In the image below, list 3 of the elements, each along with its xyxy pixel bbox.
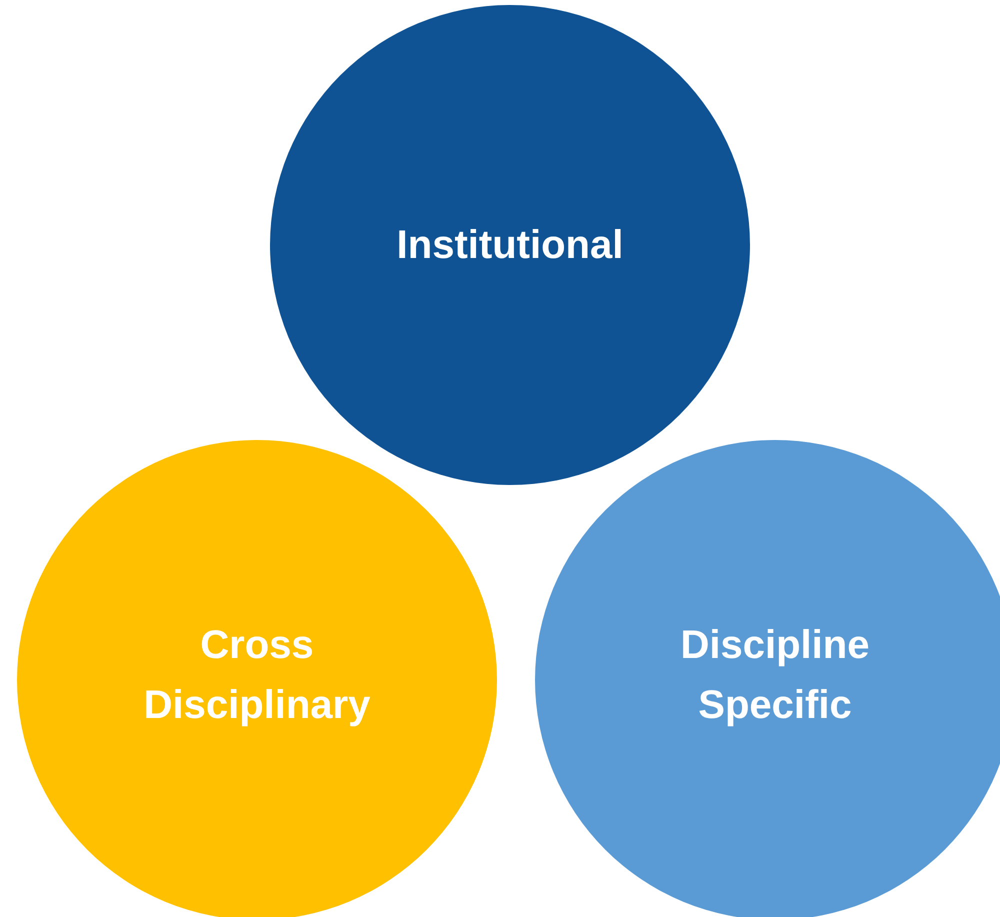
circle-label: Discipline Specific	[680, 622, 870, 729]
circle-label: Cross Disciplinary	[142, 622, 372, 729]
circle-label: Institutional	[396, 222, 624, 269]
